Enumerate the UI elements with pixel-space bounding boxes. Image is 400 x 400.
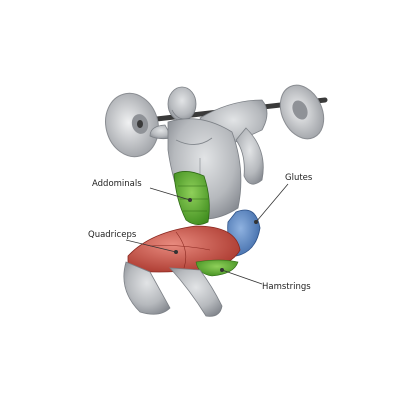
barbell (105, 84, 328, 158)
glutes-leader-line (255, 183, 289, 223)
glutes-leader-dot (253, 219, 258, 224)
abdominals-leader-line (149, 187, 191, 201)
quadriceps-leader-line (125, 239, 177, 253)
lower-legs (123, 261, 223, 317)
quadriceps-leader-dot (173, 249, 178, 254)
hamstrings-leader-line (221, 269, 263, 285)
barbell-left-plate (105, 92, 159, 158)
leader-lines (125, 183, 289, 285)
glutes-label: Glutes (285, 173, 313, 183)
head (167, 86, 197, 122)
abdominals-highlight (173, 171, 210, 225)
hamstrings-label: Hamstrings (262, 282, 311, 292)
hamstrings-leader-dot (219, 267, 224, 272)
quadriceps-label: Quadriceps (88, 230, 137, 240)
abdominals-leader-dot (187, 197, 192, 202)
barbell-right-plate (279, 84, 325, 140)
abdominals-label: Addominals (92, 179, 142, 189)
